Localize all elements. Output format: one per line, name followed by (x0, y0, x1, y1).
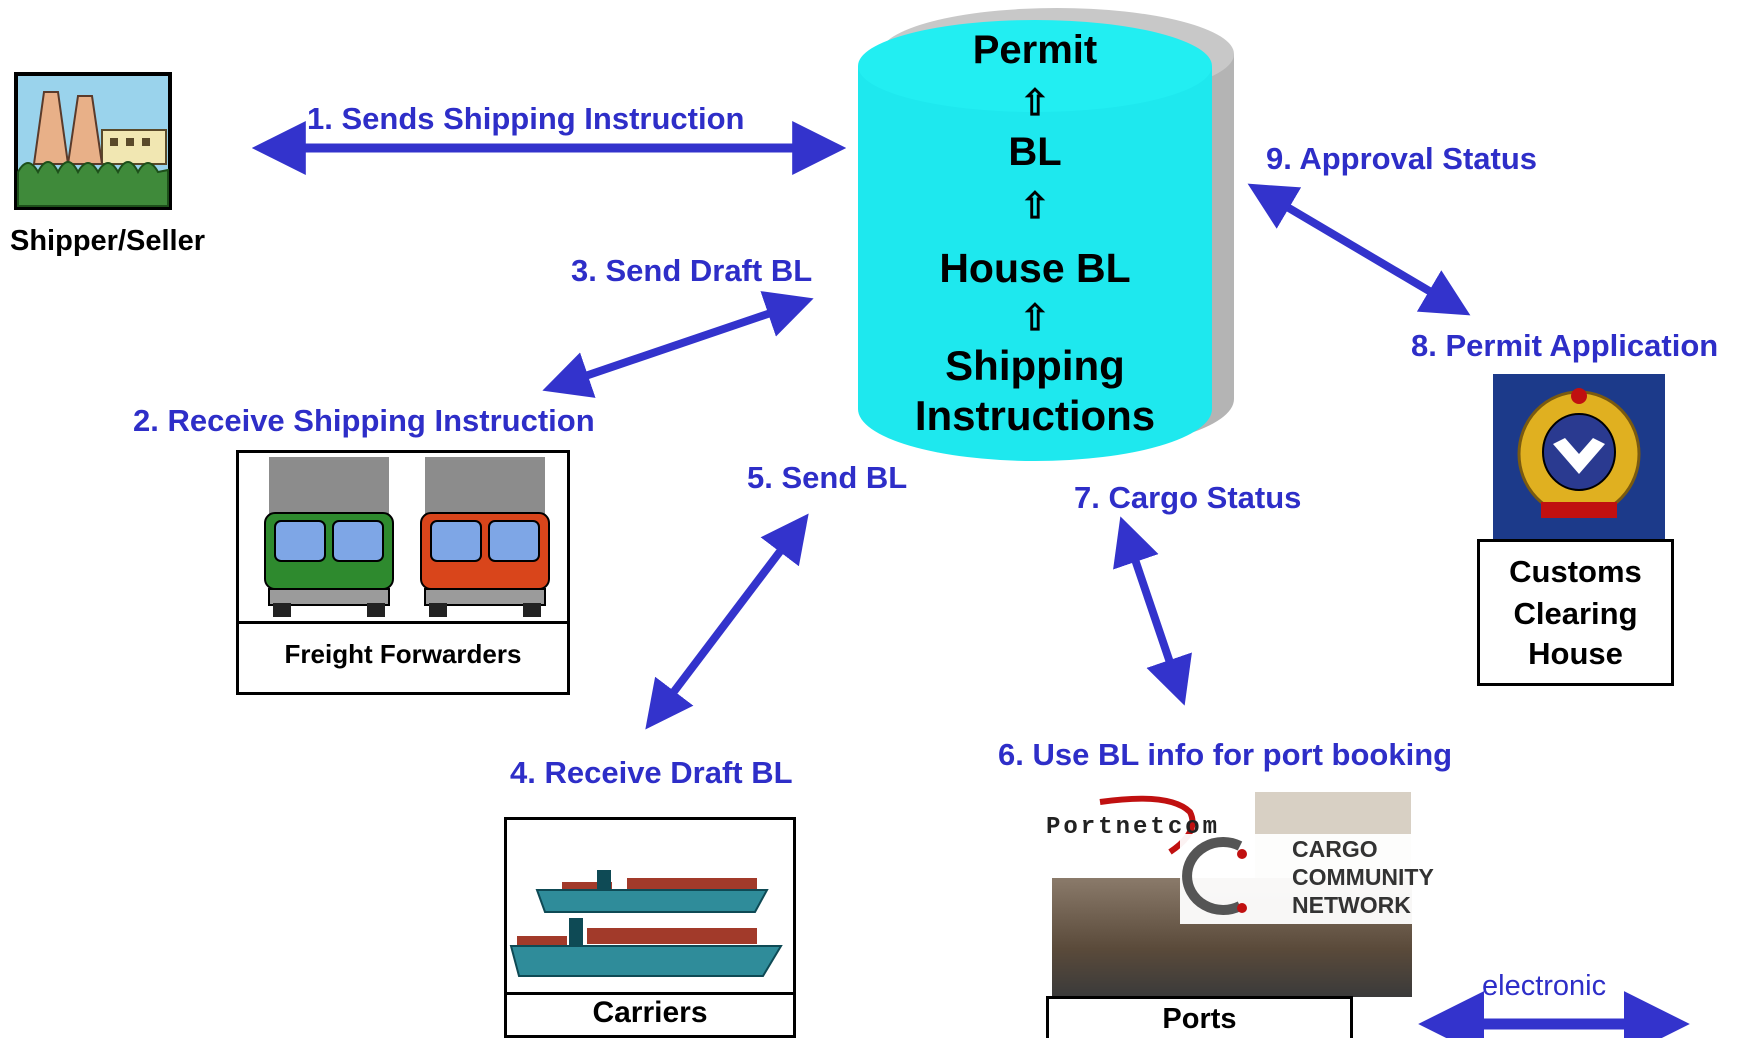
ccn-logo-icon (1182, 837, 1247, 915)
forwarders-divider (239, 621, 567, 624)
arrow-ports-database (1113, 516, 1192, 706)
step-6-label: 6. Use BL info for port booking (998, 737, 1453, 772)
forwarders-box: Freight Forwarders (236, 450, 570, 695)
ccn-line-1: CARGO (1292, 836, 1378, 862)
trucks-icon (264, 457, 550, 617)
legend-electronic-label: electronic (1482, 970, 1607, 1002)
db-permit: Permit (972, 28, 1098, 72)
carriers-label: Carriers (592, 996, 708, 1029)
customs-line-2: Clearing (1513, 596, 1638, 631)
db-shipping: Shipping (945, 342, 1125, 389)
ships-icon (509, 870, 783, 977)
database-cylinder (858, 8, 1234, 461)
db-house-bl: House BL (939, 245, 1131, 291)
customs-crest-icon (1493, 374, 1665, 539)
arrow-forwarders-database (542, 291, 814, 398)
step-1-label: 1. Sends Shipping Instruction (307, 101, 745, 136)
customs-line-3: House (1528, 636, 1623, 671)
customs-line-1: Customs (1509, 554, 1642, 589)
forwarders-label: Freight Forwarders (284, 639, 522, 669)
ccn-line-3: NETWORK (1292, 892, 1411, 918)
arrow-carriers-database (645, 513, 809, 730)
carriers-divider (507, 992, 793, 995)
shipper-label: Shipper/Seller (10, 225, 206, 257)
ports-collage: Portnetcom CARGO COMMUNITY NETWORK (1040, 792, 1440, 997)
db-instructions: Instructions (914, 392, 1156, 439)
step-2-label: 2. Receive Shipping Instruction (133, 403, 595, 438)
customs-box: Customs Clearing House (1477, 539, 1674, 686)
factory-icon (14, 72, 172, 210)
step-8-label: 8. Permit Application (1411, 328, 1719, 363)
ports-label: Ports (1162, 1003, 1237, 1035)
step-7-label: 7. Cargo Status (1074, 480, 1302, 515)
db-up-arrow-3: ⇧ (1019, 297, 1051, 338)
step-9-label: 9. Approval Status (1266, 141, 1538, 176)
ports-label-box: Ports (1046, 996, 1353, 1038)
ccn-line-2: COMMUNITY (1292, 864, 1434, 890)
arrow-customs-database (1247, 183, 1471, 316)
db-bl: BL (1008, 130, 1062, 174)
carriers-box: Carriers (504, 817, 796, 1038)
step-4-label: 4. Receive Draft BL (510, 755, 793, 790)
db-up-arrow-2: ⇧ (1019, 185, 1051, 226)
step-5-label: 5. Send BL (747, 460, 908, 495)
db-up-arrow-1: ⇧ (1019, 82, 1051, 123)
step-3-label: 3. Send Draft BL (571, 253, 813, 288)
